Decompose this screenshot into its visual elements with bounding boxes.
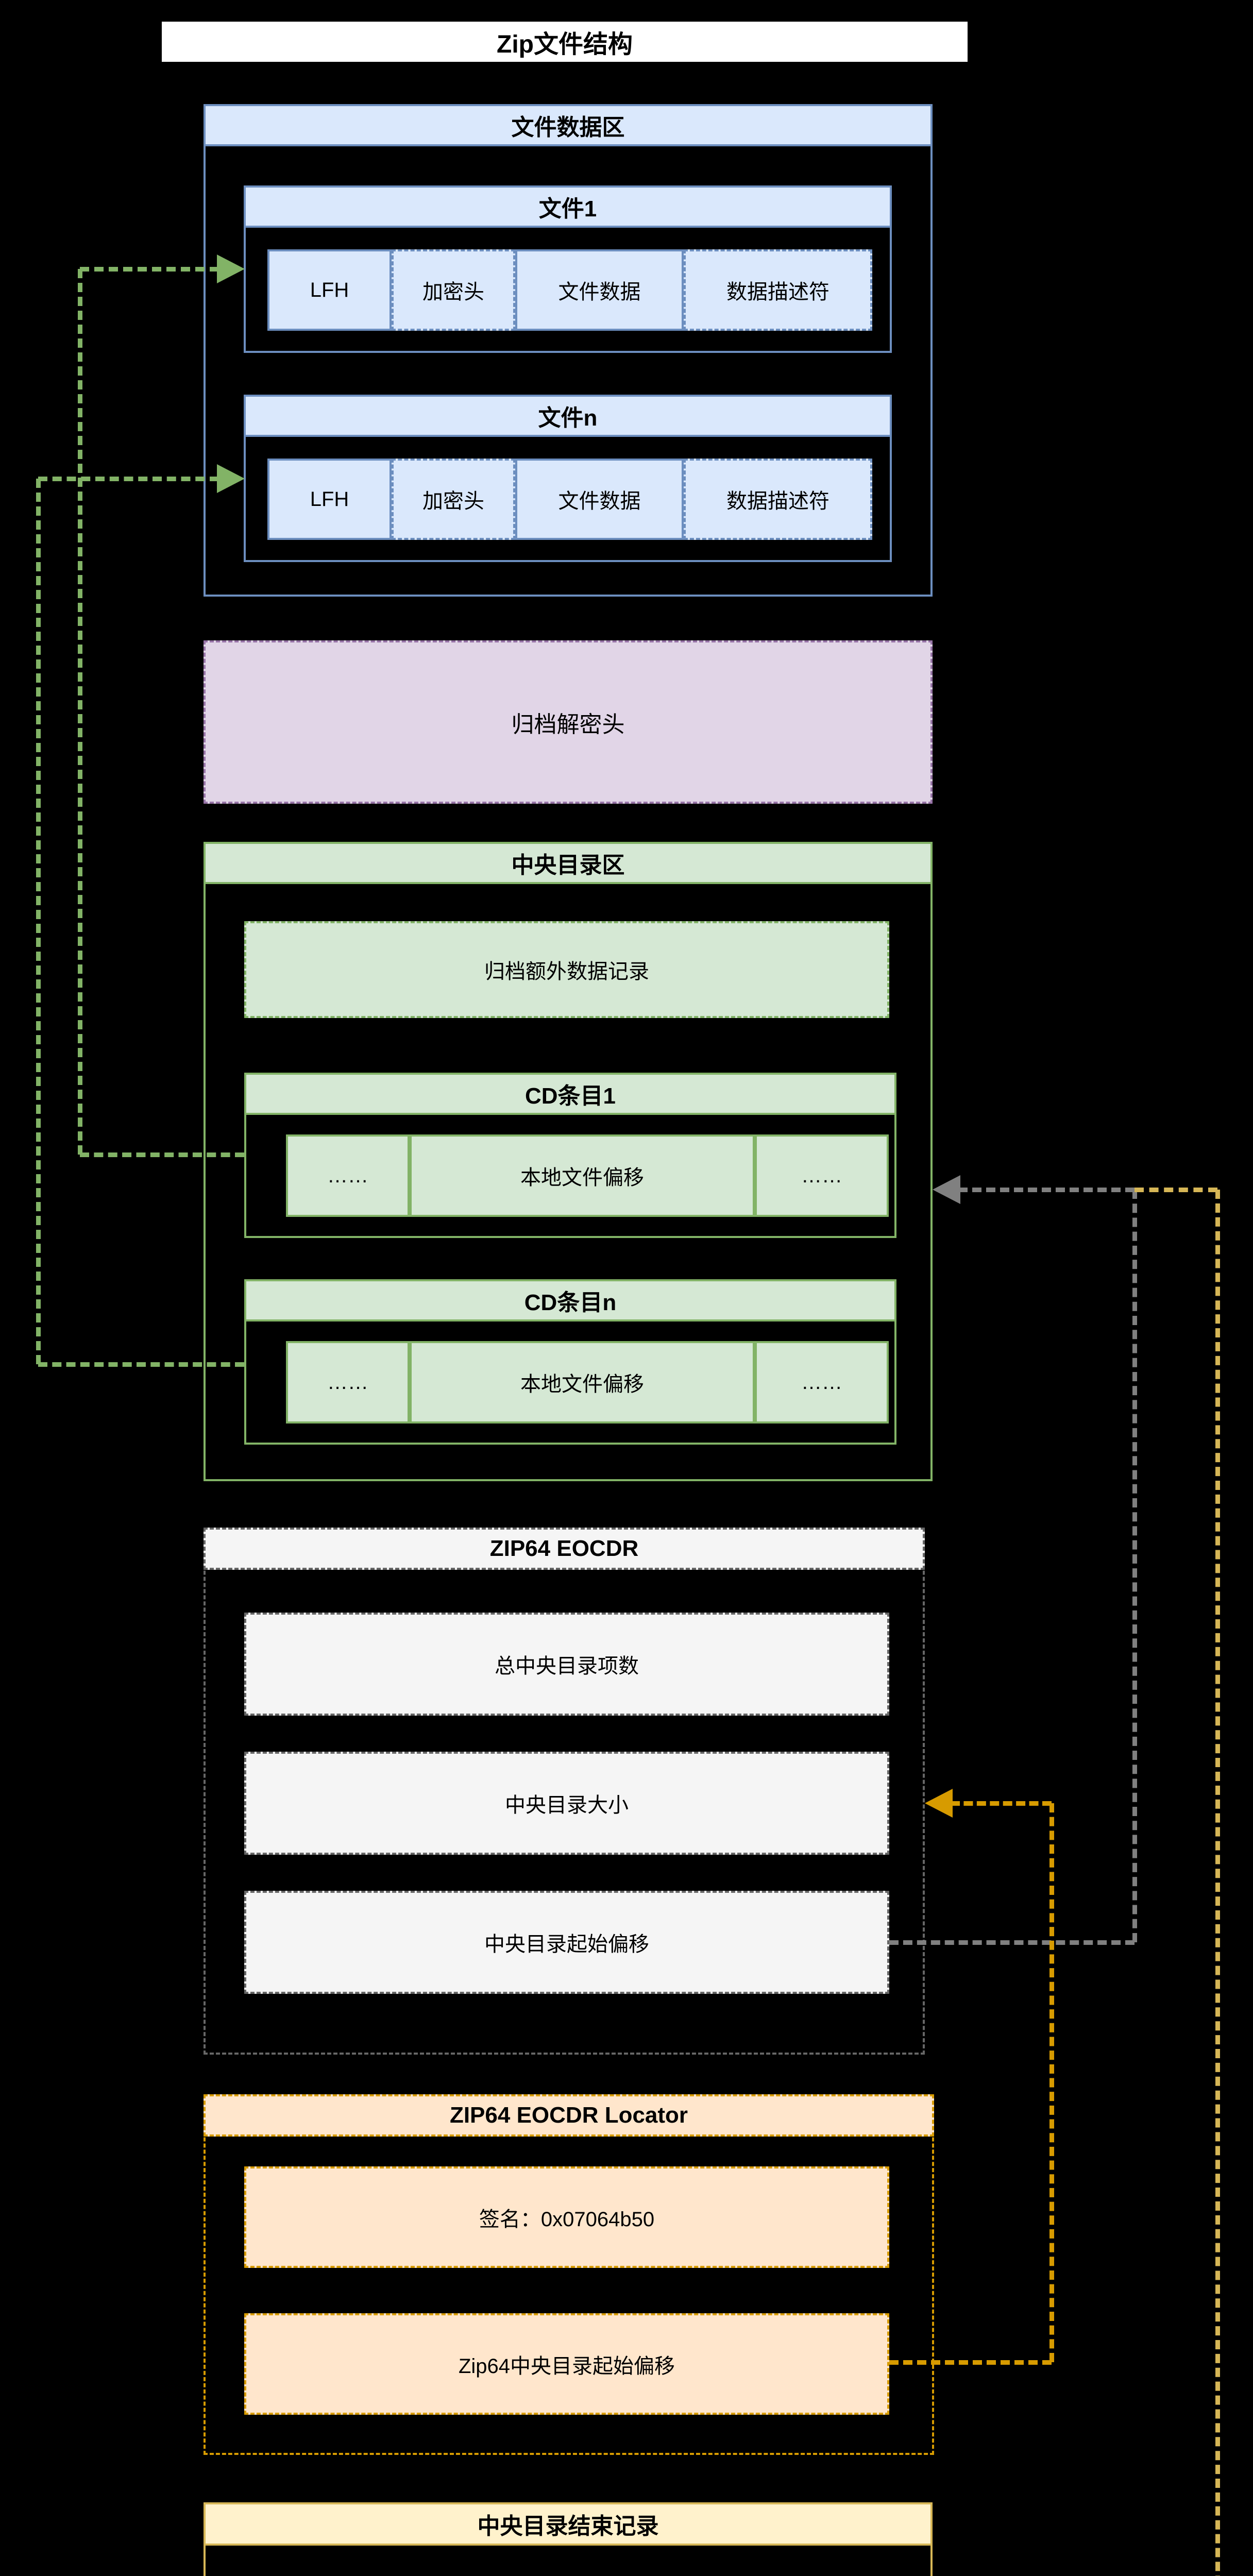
connector-cd1-to-file1-vertical [78, 269, 82, 1155]
cd-entryn-cell-ellipsis-right: …… [755, 1341, 889, 1423]
cd-entry1-header: CD条目1 [244, 1073, 896, 1115]
cd-entryn-cell-ellipsis-left: …… [286, 1341, 410, 1423]
zip64-locator-field-zip64-cd-start-offset: Zip64中央目录起始偏移 [244, 2313, 889, 2415]
file1-cell-encryption-header: 加密头 [392, 249, 515, 331]
zip64-eocdr-field-cd-start-offset: 中央目录起始偏移 [244, 1891, 889, 1994]
connector-zip64-offset-vertical [1132, 1190, 1137, 1942]
arrow-to-filen-lfh-icon [217, 464, 245, 493]
connector-cdn-to-filen-horizontal-top [38, 477, 219, 481]
arrow-to-file1-lfh-icon [217, 255, 245, 283]
file1-cell-file-data: 文件数据 [515, 249, 684, 331]
cd-entryn-header: CD条目n [244, 1279, 896, 1321]
connector-zip64-offset-horizontal-bottom [889, 1940, 1135, 1945]
zip64-eocdr-field-total-entries: 总中央目录项数 [244, 1613, 889, 1716]
arrow-to-central-directory-icon [933, 1175, 960, 1204]
archive-extra-data-record-box: 归档额外数据记录 [244, 921, 889, 1018]
zip64-eocdr-field-cd-size: 中央目录大小 [244, 1752, 889, 1855]
connector-cdn-to-filen-vertical [36, 479, 41, 1364]
eocdr-header: 中央目录结束记录 [204, 2502, 933, 2546]
cd-entry1-cell-ellipsis-right: …… [755, 1134, 889, 1217]
file-data-area-header: 文件数据区 [204, 104, 933, 146]
filen-cell-file-data: 文件数据 [515, 459, 684, 540]
connector-eocdr-offset-horizontal-top [1135, 1188, 1217, 1192]
zip64-locator-field-signature: 签名：0x07064b50 [244, 2166, 889, 2268]
filen-cell-encryption-header: 加密头 [392, 459, 515, 540]
file1-cell-data-descriptor: 数据描述符 [684, 249, 872, 331]
connector-locator-offset-horizontal-bottom [889, 2360, 1052, 2365]
zip64-locator-header: ZIP64 EOCDR Locator [204, 2094, 934, 2137]
connector-cdn-to-filen-horizontal-bottom [38, 1362, 244, 1367]
connector-zip64-offset-horizontal-top [958, 1188, 1135, 1192]
connector-locator-offset-vertical [1049, 1803, 1054, 2362]
arrow-to-zip64-cd-size-icon [925, 1789, 953, 1818]
connector-locator-offset-horizontal-top [951, 1801, 1052, 1806]
connector-eocdr-offset-vertical [1215, 1190, 1220, 2576]
diagram-title: Zip文件结构 [162, 22, 968, 62]
filen-cell-data-descriptor: 数据描述符 [684, 459, 872, 540]
cd-entry1-cell-local-file-offset: 本地文件偏移 [410, 1134, 755, 1217]
cd-entryn-cell-local-file-offset: 本地文件偏移 [410, 1341, 755, 1423]
cd-entry1-cell-ellipsis-left: …… [286, 1134, 410, 1217]
connector-cd1-to-file1-horizontal-top [80, 267, 219, 272]
file1-cell-lfh: LFH [267, 249, 392, 331]
file1-header: 文件1 [244, 185, 892, 228]
connector-cd1-to-file1-horizontal-bottom [80, 1153, 244, 1157]
archive-decryption-header-box: 归档解密头 [204, 640, 933, 804]
filen-cell-lfh: LFH [267, 459, 392, 540]
central-directory-area-header: 中央目录区 [204, 842, 933, 884]
filen-header: 文件n [244, 395, 892, 437]
zip64-eocdr-header: ZIP64 EOCDR [204, 1528, 925, 1570]
